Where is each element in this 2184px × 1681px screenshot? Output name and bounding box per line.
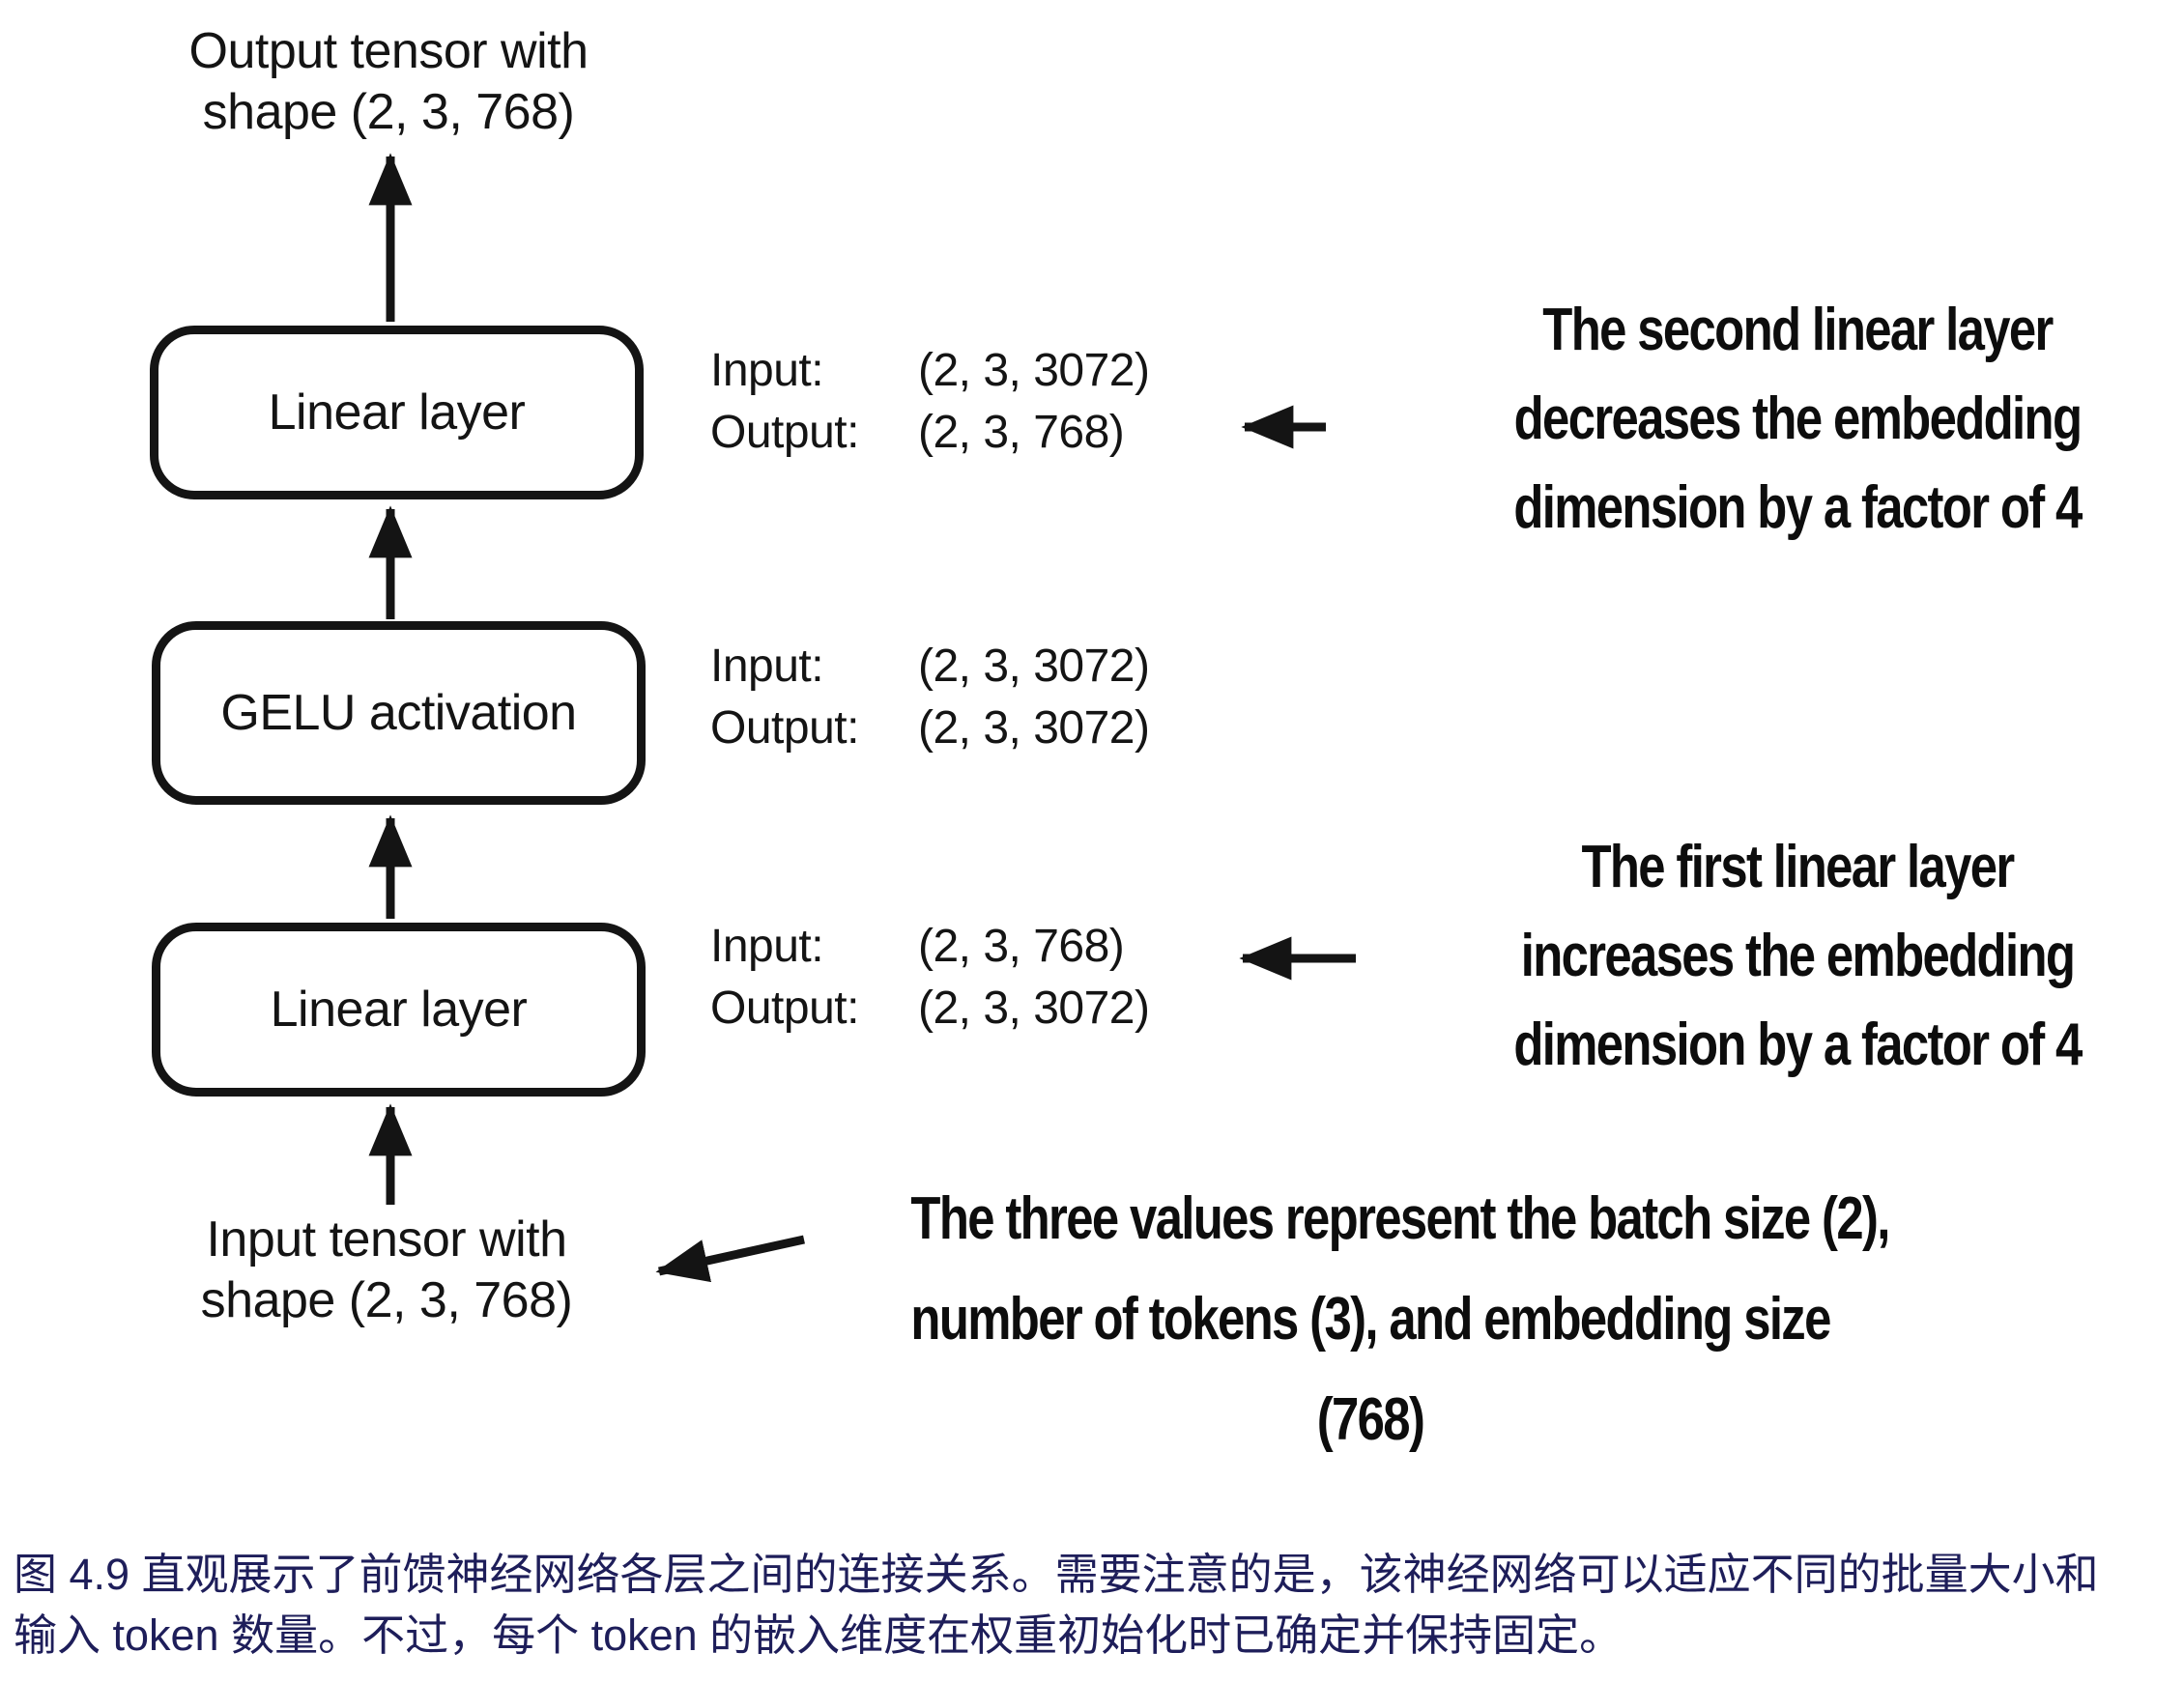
- io-input-value: (2, 3, 3072): [918, 641, 1150, 692]
- io-output-value: (2, 3, 3072): [918, 983, 1150, 1034]
- input-tensor-line2: shape (2, 3, 768): [200, 1272, 573, 1328]
- figure-caption: 图 4.9 直观展示了前馈神经网络各层之间的连接关系。需要注意的是，该神经网络可…: [14, 1544, 2184, 1666]
- output-tensor-line2: shape (2, 3, 768): [202, 84, 575, 140]
- io-input-value: (2, 3, 3072): [918, 345, 1150, 396]
- io-output-row: Output: (2, 3, 3072): [710, 698, 1150, 759]
- io-output-value: (2, 3, 3072): [918, 702, 1150, 754]
- gelu-activation-box: GELU activation: [152, 621, 646, 805]
- annotation-tensor-values: The three values represent the batch siz…: [910, 1169, 1890, 1470]
- io-input-value: (2, 3, 768): [918, 921, 1125, 972]
- io-output-label: Output:: [710, 702, 859, 754]
- annotation-first-linear-line2: increases the embedding: [1520, 923, 2076, 989]
- annotation-tensor-values-line1: The three values represent the batch siz…: [910, 1185, 1890, 1252]
- annotation-first-linear-line1: The first linear layer: [1581, 834, 2015, 900]
- io-output-label: Output:: [710, 407, 859, 458]
- annotation-second-linear-line3: dimension by a factor of 4: [1513, 474, 2083, 541]
- linear-layer-box-first: Linear layer: [152, 923, 646, 1097]
- io-output-value: (2, 3, 768): [918, 407, 1125, 458]
- io-input-row: Input: (2, 3, 3072): [710, 636, 1150, 698]
- annotation-first-linear: The first linear layer increases the emb…: [1465, 823, 2131, 1090]
- input-tensor-label: Input tensor with shape (2, 3, 768): [97, 1210, 676, 1331]
- io-block-first-linear: Input: (2, 3, 768) Output: (2, 3, 3072): [710, 916, 1150, 1040]
- linear-layer-box-first-label: Linear layer: [270, 982, 528, 1038]
- annotation-second-linear-line2: decreases the embedding: [1513, 385, 2083, 452]
- annotation-first-linear-line3: dimension by a factor of 4: [1513, 1011, 2083, 1078]
- io-output-row: Output: (2, 3, 3072): [710, 978, 1150, 1040]
- linear-layer-box-second-label: Linear layer: [268, 385, 526, 441]
- io-input-label: Input:: [710, 641, 824, 692]
- io-output-label: Output:: [710, 983, 859, 1034]
- io-input-label: Input:: [710, 921, 824, 972]
- linear-layer-box-second: Linear layer: [150, 326, 644, 499]
- annotation-tensor-values-line3: (768): [1316, 1386, 1425, 1453]
- output-tensor-line1: Output tensor with: [188, 23, 589, 79]
- annotation-tensor-values-line2: number of tokens (3), and embedding size: [910, 1286, 1831, 1353]
- figure-caption-line1: 图 4.9 直观展示了前馈神经网络各层之间的连接关系。需要注意的是，该神经网络可…: [14, 1550, 2099, 1599]
- figure-caption-line2: 输入 token 数量。不过，每个 token 的嵌入维度在权重初始化时已确定并…: [14, 1610, 1624, 1660]
- io-block-second-linear: Input: (2, 3, 3072) Output: (2, 3, 768): [710, 340, 1150, 464]
- io-block-gelu: Input: (2, 3, 3072) Output: (2, 3, 3072): [710, 636, 1150, 759]
- input-tensor-line1: Input tensor with: [206, 1211, 567, 1268]
- io-input-label: Input:: [710, 345, 824, 396]
- diagonal-arrow-to-input-tensor-icon: [655, 1235, 805, 1283]
- annotation-second-linear-line1: The second linear layer: [1542, 297, 2054, 363]
- io-input-row: Input: (2, 3, 768): [710, 916, 1149, 978]
- io-output-row: Output: (2, 3, 768): [710, 402, 1149, 464]
- annotation-second-linear: The second linear layer decreases the em…: [1465, 286, 2131, 553]
- io-input-row: Input: (2, 3, 3072): [710, 340, 1150, 402]
- output-tensor-label: Output tensor with shape (2, 3, 768): [99, 21, 678, 143]
- gelu-activation-box-label: GELU activation: [220, 685, 577, 741]
